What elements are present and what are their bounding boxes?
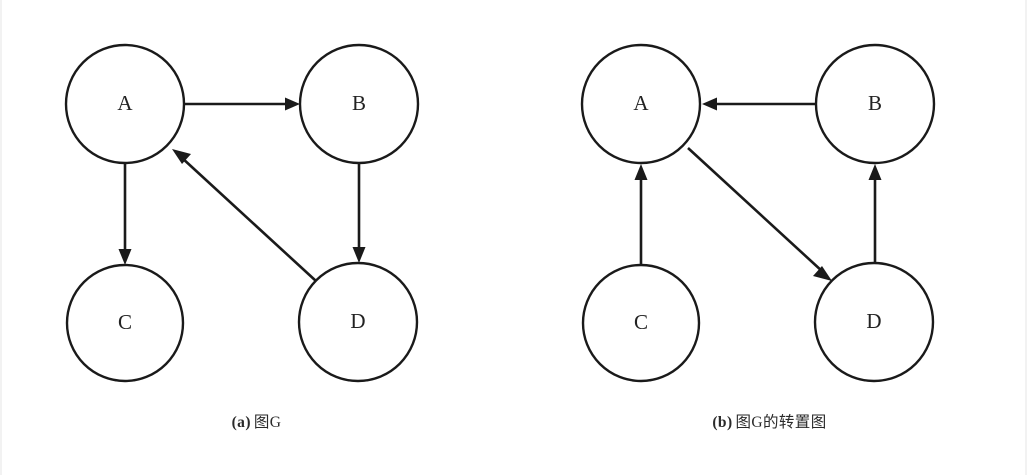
node-d[interactable]: D — [297, 261, 419, 383]
node-circle-c[interactable] — [581, 263, 701, 383]
graph-g-transpose-diagram: A B C D — [580, 43, 936, 383]
node-circle-c[interactable] — [65, 263, 185, 383]
arrow-head-d-to-a — [172, 149, 191, 164]
edge-a-to-c — [118, 163, 132, 265]
arrow-head-a-to-c — [118, 249, 132, 265]
arrow-head-d-to-b — [868, 164, 882, 180]
node-label-a: A — [633, 91, 649, 115]
caption-text-b: 图G的转置图 — [735, 414, 827, 431]
node-label-a: A — [117, 91, 133, 115]
node-label-d: D — [350, 309, 365, 333]
node-a[interactable]: A — [64, 43, 186, 165]
edge-a-to-b — [185, 97, 300, 111]
node-label-c: C — [118, 310, 132, 334]
edge-d-to-a — [172, 149, 317, 282]
arrow-head-b-to-a — [702, 97, 717, 111]
panel-graph-g: A B C D (a)图G — [0, 0, 513, 475]
left-page-edge — [0, 0, 2, 475]
arrow-head-b-to-d — [352, 247, 366, 263]
node-label-b: B — [868, 91, 882, 115]
node-a[interactable]: A — [580, 43, 702, 165]
caption-panel-b: (b)图G的转置图 — [513, 410, 1026, 432]
panel-graph-g-transpose: A B C D (b)图G的转置图 — [513, 0, 1026, 475]
graph-g-diagram: A B C D — [64, 43, 420, 383]
node-circle-a[interactable] — [64, 43, 186, 165]
node-circle-a[interactable] — [580, 43, 702, 165]
edge-b-to-d — [352, 163, 366, 263]
caption-tag-b: (b) — [712, 414, 733, 431]
node-circle-b[interactable] — [814, 43, 936, 165]
node-c[interactable]: C — [65, 263, 185, 383]
node-c[interactable]: C — [581, 263, 701, 383]
edge-d-to-b — [868, 164, 882, 263]
arrow-head-a-to-d — [813, 266, 832, 281]
arrow-head-c-to-a — [634, 164, 648, 180]
node-d[interactable]: D — [813, 261, 935, 383]
node-label-c: C — [634, 310, 648, 334]
node-circle-d[interactable] — [297, 261, 419, 383]
node-b[interactable]: B — [814, 43, 936, 165]
caption-text-a: 图G — [253, 414, 282, 431]
edge-a-to-d — [687, 147, 832, 281]
right-page-edge — [1025, 0, 1027, 475]
caption-tag-a: (a) — [231, 414, 251, 431]
node-label-d: D — [866, 309, 881, 333]
node-circle-d[interactable] — [813, 261, 935, 383]
node-b[interactable]: B — [298, 43, 420, 165]
node-circle-b[interactable] — [298, 43, 420, 165]
arrow-head-a-to-b — [285, 97, 300, 111]
edge-b-to-a — [702, 97, 816, 111]
caption-panel-a: (a)图G — [0, 410, 513, 432]
node-label-b: B — [352, 91, 366, 115]
edge-c-to-a — [634, 164, 648, 265]
